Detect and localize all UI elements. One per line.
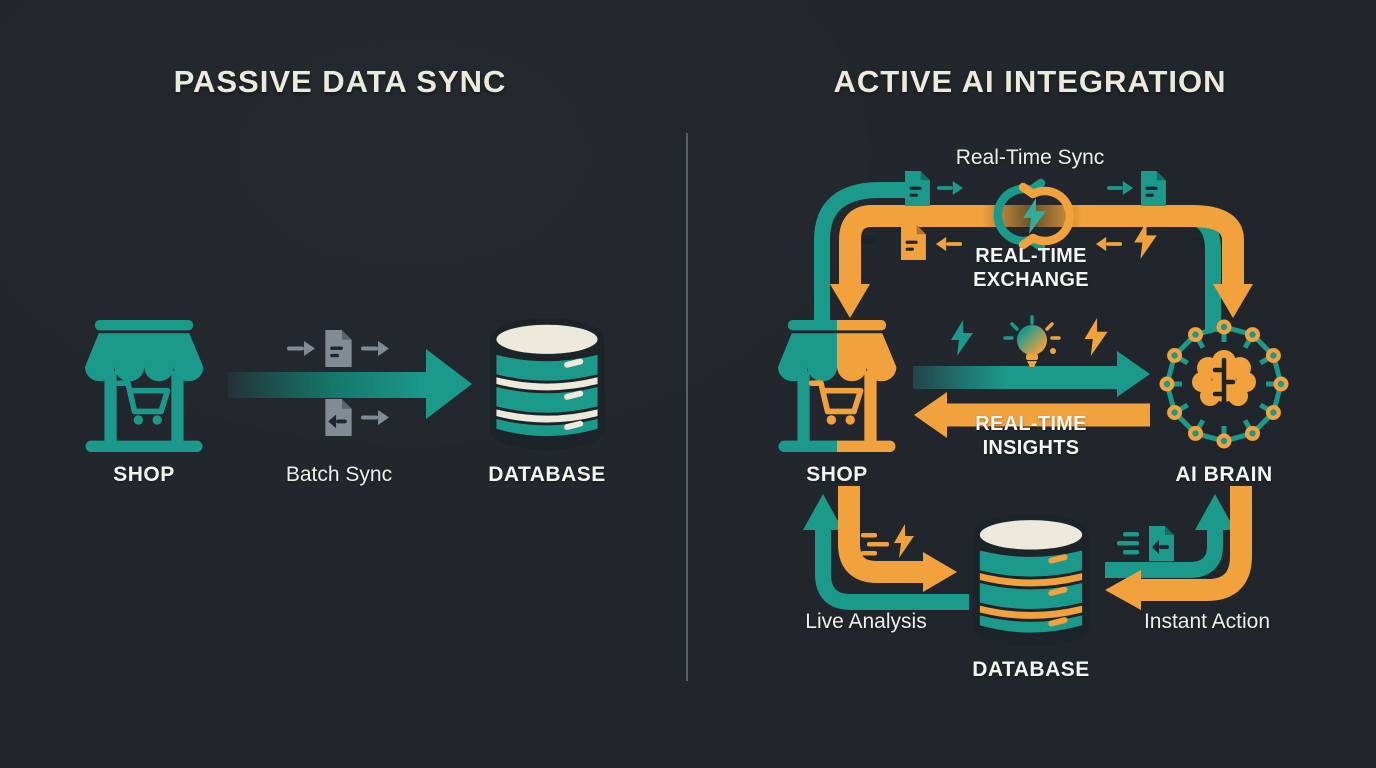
- ring-nodes: [1159, 319, 1289, 449]
- shop-icon: [81, 320, 207, 452]
- insights-arrow-left: [910, 391, 1150, 438]
- arrowhead-left: [1105, 570, 1141, 610]
- loop-teal-left: [814, 182, 920, 324]
- lightning-bolt-icon: [1023, 198, 1046, 234]
- shop-label: SHOP: [806, 463, 868, 486]
- lightning-bolt-icon: [950, 320, 974, 356]
- batch-sync-label: Batch Sync: [285, 463, 393, 486]
- lightbulb-icon: [1000, 314, 1064, 372]
- arrow-right-icon: [361, 341, 389, 356]
- arrowhead-up: [803, 494, 843, 530]
- arrow-left-icon: [934, 237, 964, 251]
- arrowhead-up: [1195, 494, 1235, 530]
- lightning-bolt-icon: [1083, 318, 1109, 356]
- live-analysis-arrows: [795, 486, 973, 618]
- shop-label: SHOP: [113, 463, 175, 486]
- arrow-right-icon: [1107, 181, 1133, 195]
- loop-orange-left: [839, 205, 887, 286]
- brain-shape: [1192, 350, 1256, 409]
- arrow-right-icon: [287, 341, 315, 356]
- realtime-sync-label: Real-Time Sync: [955, 146, 1105, 169]
- arrow-right-icon: [937, 181, 963, 195]
- document-arrow-icon: [323, 399, 353, 436]
- document-arrow-icon: [1149, 526, 1174, 561]
- arrowhead-down-right: [1213, 284, 1253, 318]
- instant-action-arrows: [1097, 486, 1275, 618]
- shop-icon: [774, 320, 900, 452]
- passive-title: PASSIVE DATA SYNC: [173, 64, 507, 99]
- cart-icon: [808, 380, 864, 425]
- arrowhead-down-left: [830, 284, 870, 318]
- speed-lines-icon: [861, 533, 889, 556]
- instant-action-label: Instant Action: [1143, 610, 1271, 633]
- lightning-bolt-icon: [894, 524, 914, 558]
- arrow-left-icon: [1094, 237, 1124, 251]
- live-analysis-label: Live Analysis: [805, 610, 927, 633]
- document-icon: [323, 330, 353, 367]
- cart-icon: [115, 380, 171, 425]
- database-label: DATABASE: [972, 658, 1090, 681]
- lightning-bolt-icon: [1133, 222, 1158, 259]
- insights-label: REAL-TIME INSIGHTS: [975, 413, 1087, 459]
- insights-arrow-right: [913, 350, 1150, 397]
- exchange-label: REAL-TIME EXCHANGE: [973, 245, 1089, 291]
- exchange-sync-icon: [985, 175, 1079, 261]
- arrow-right-icon: [361, 410, 389, 425]
- document-icon: [1139, 171, 1167, 206]
- database-icon: [489, 316, 605, 456]
- panel-divider: [686, 133, 688, 681]
- arrowhead-right: [923, 552, 957, 592]
- batch-sync-arrow: [228, 349, 472, 419]
- ai-brain-icon: [1157, 312, 1291, 456]
- speed-lines-icon: [1117, 532, 1139, 555]
- document-icon: [899, 225, 927, 260]
- active-title: ACTIVE AI INTEGRATION: [833, 64, 1227, 99]
- loop-orange-right: [1177, 205, 1244, 286]
- ai-brain-label: AI BRAIN: [1175, 463, 1273, 486]
- database-icon: [973, 510, 1089, 654]
- document-icon: [903, 171, 931, 206]
- database-label: DATABASE: [488, 463, 606, 486]
